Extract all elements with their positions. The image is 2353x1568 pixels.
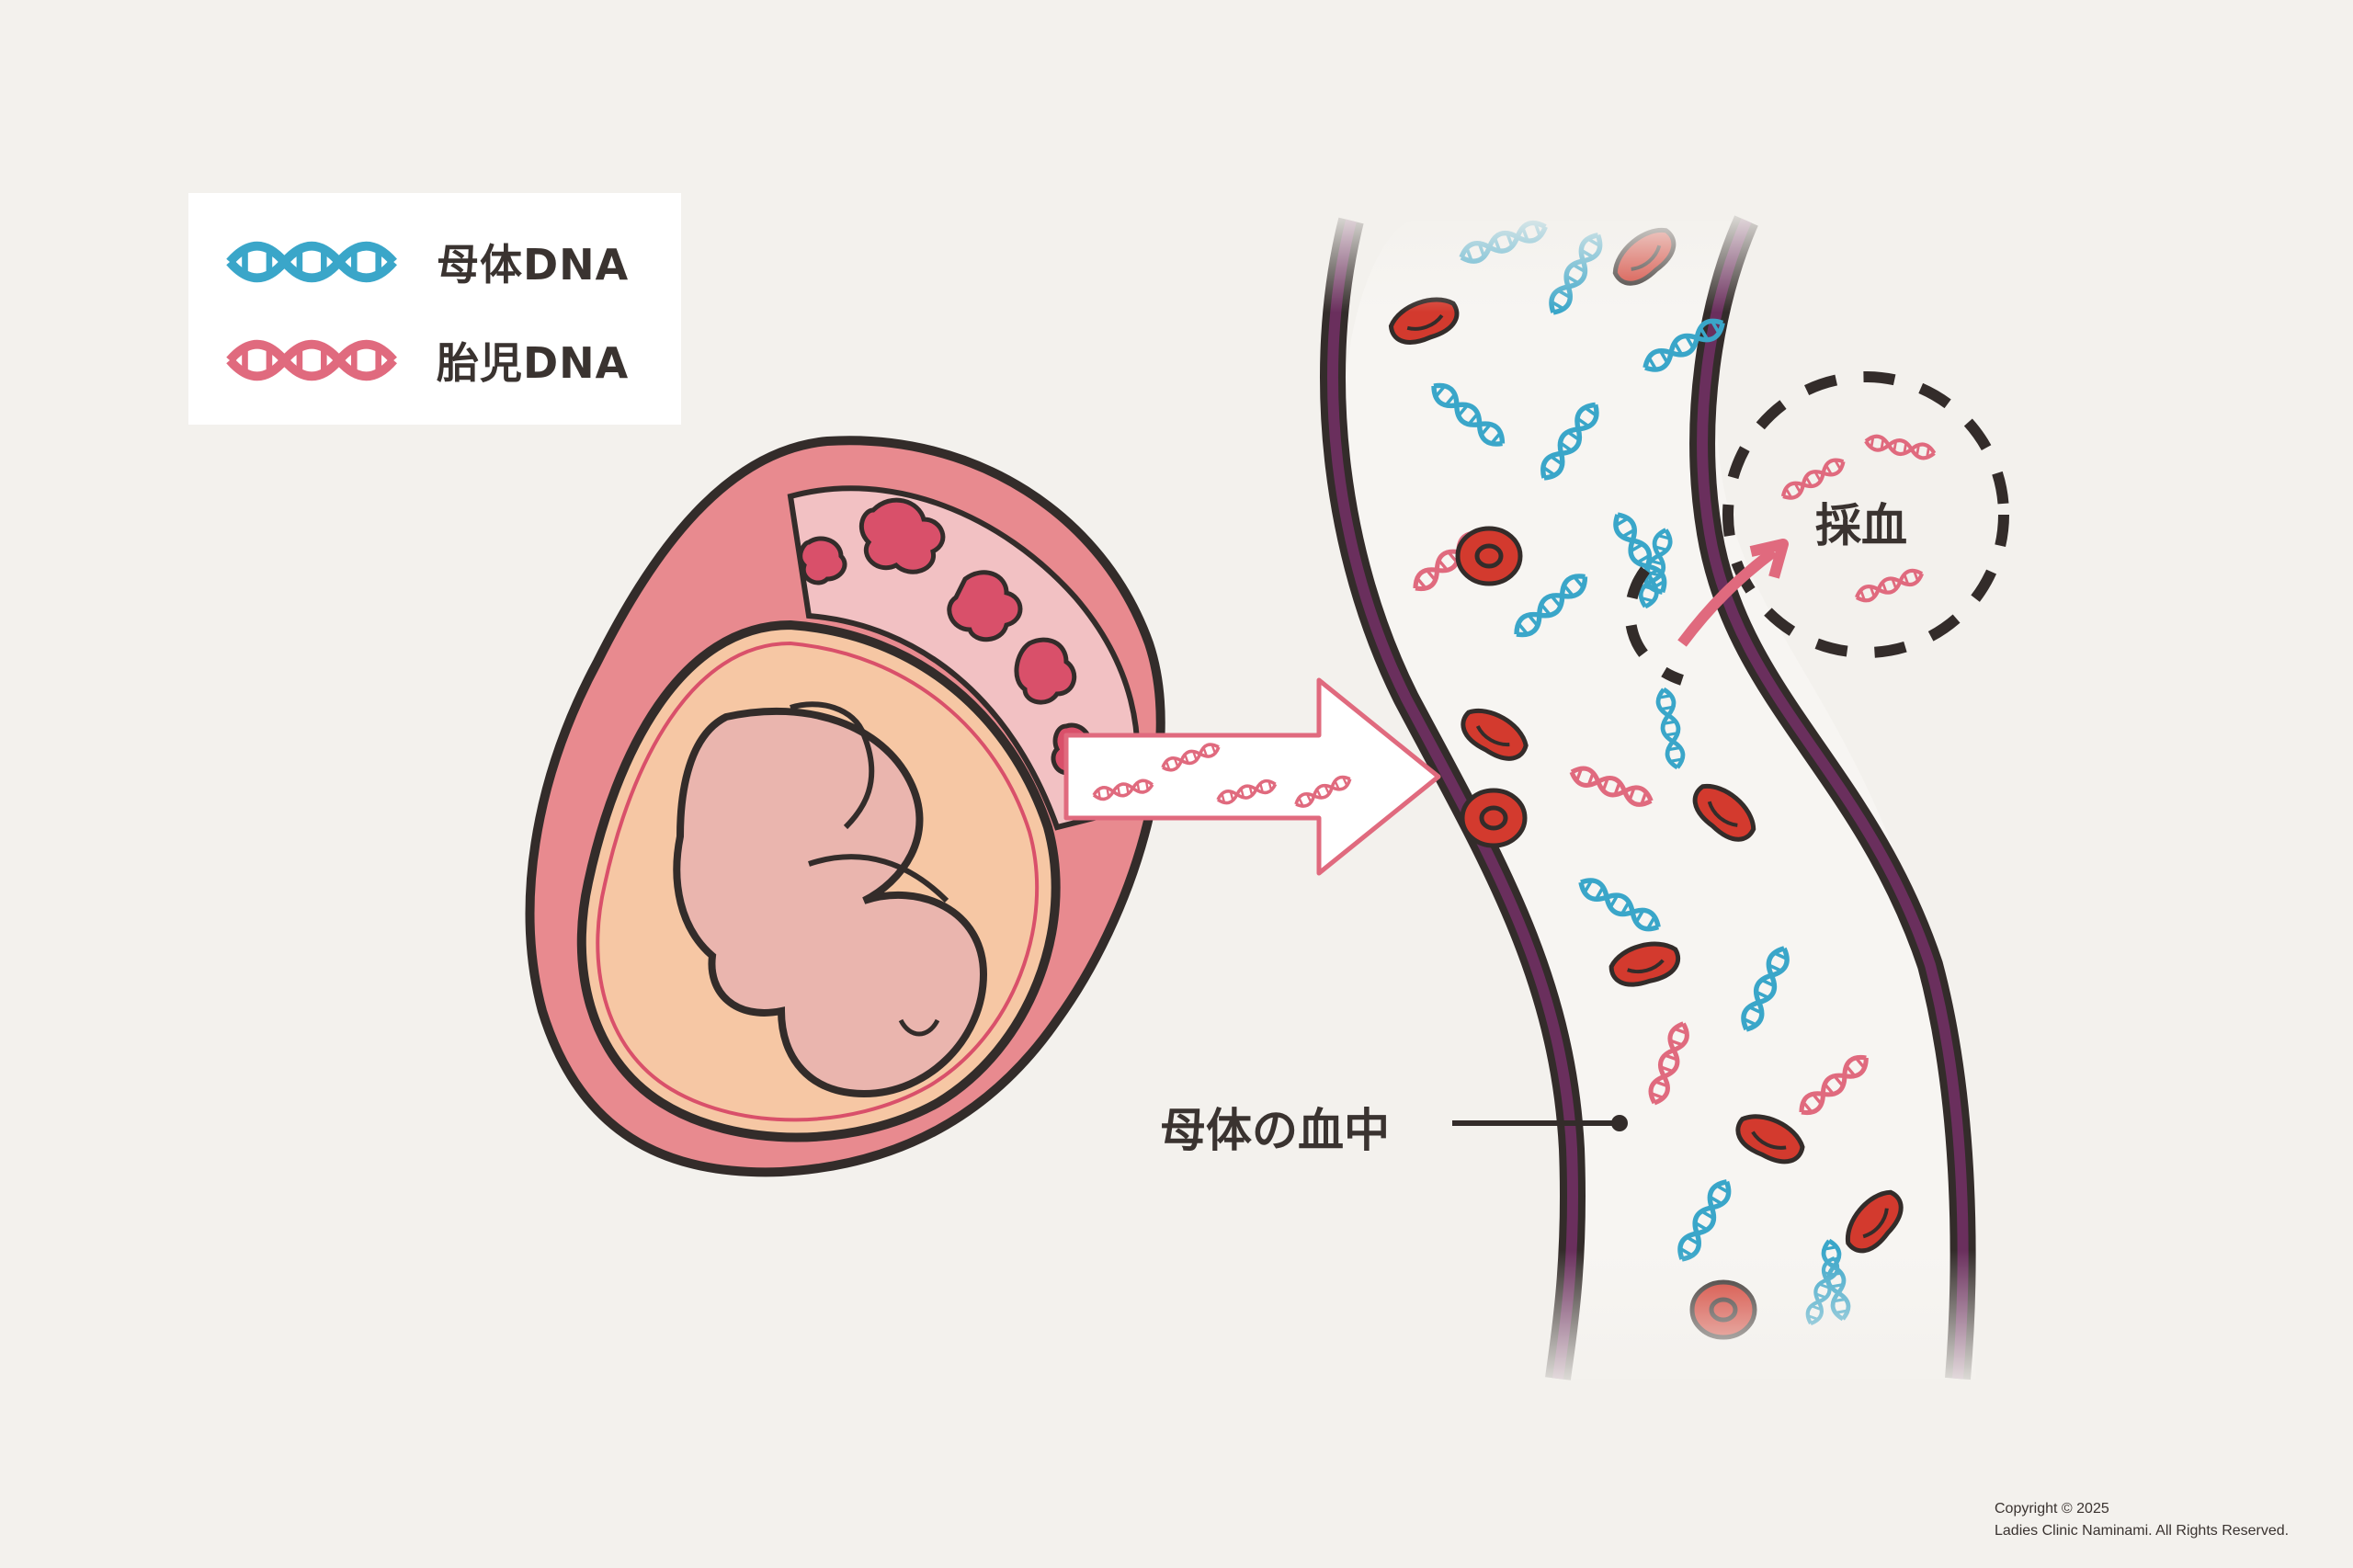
uterus-with-fetus — [525, 436, 1165, 1177]
placenta-tissue — [798, 497, 1095, 776]
sampling-arrow — [1677, 547, 1778, 647]
maternal-dna-icon — [225, 234, 400, 290]
blood-sampling-callout — [1624, 371, 2009, 686]
placenta — [787, 485, 1141, 831]
copyright-line-1: Copyright © 2025 — [1995, 1501, 2109, 1517]
copyright: Copyright © 2025 Ladies Clinic Naminami.… — [1995, 1498, 2289, 1542]
legend-label-fetal: 胎児DNA — [437, 338, 630, 388]
copyright-line-2: Ladies Clinic Naminami. All Rights Reser… — [1995, 1523, 2290, 1539]
legend-item-fetal: 胎児DNA — [225, 324, 629, 397]
blood-sampling-label: 採血 — [1815, 499, 1907, 552]
fetus — [673, 707, 988, 1098]
legend-label-maternal: 母体DNA — [437, 240, 630, 290]
legend: 母体DNA 胎児DNA — [188, 193, 681, 425]
maternal-blood-label: 母体の血中 — [1160, 1104, 1390, 1157]
transfer-arrow — [1063, 677, 1441, 876]
legend-item-maternal: 母体DNA — [225, 225, 629, 299]
maternal-blood-pointer — [1452, 1115, 1628, 1131]
fetal-dna-icon — [225, 333, 400, 388]
